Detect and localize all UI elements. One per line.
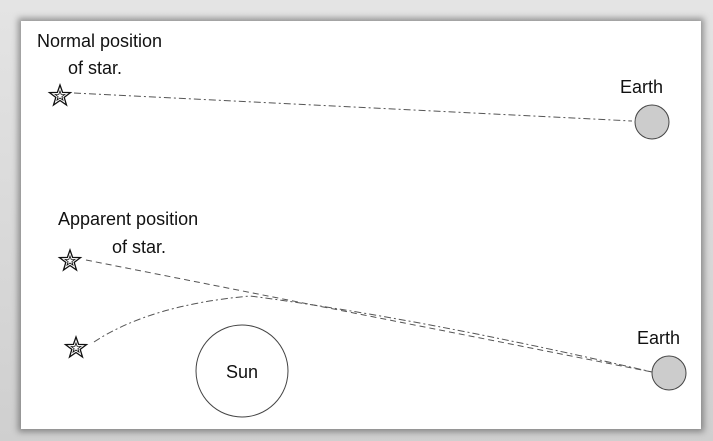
earth-bottom [651,355,687,391]
normal-position-label-line2: of star. [68,58,122,78]
earth-top [634,104,670,140]
bent-light-path [93,295,653,373]
normal-light-path [73,92,633,122]
apparent-light-path [85,259,653,373]
sun [195,324,289,418]
star-icon [48,84,72,106]
earth-top-label: Earth [620,77,663,97]
star-icon [58,249,82,271]
apparent-position-label-line2: of star. [112,237,166,257]
apparent-position-label-line1: Apparent position [58,209,198,229]
earth-bottom-label: Earth [637,328,680,348]
sun-label: Sun [226,362,258,382]
diagram-panel [21,21,701,429]
normal-position-label-line1: Normal position [37,31,162,51]
star-icon [64,336,88,358]
